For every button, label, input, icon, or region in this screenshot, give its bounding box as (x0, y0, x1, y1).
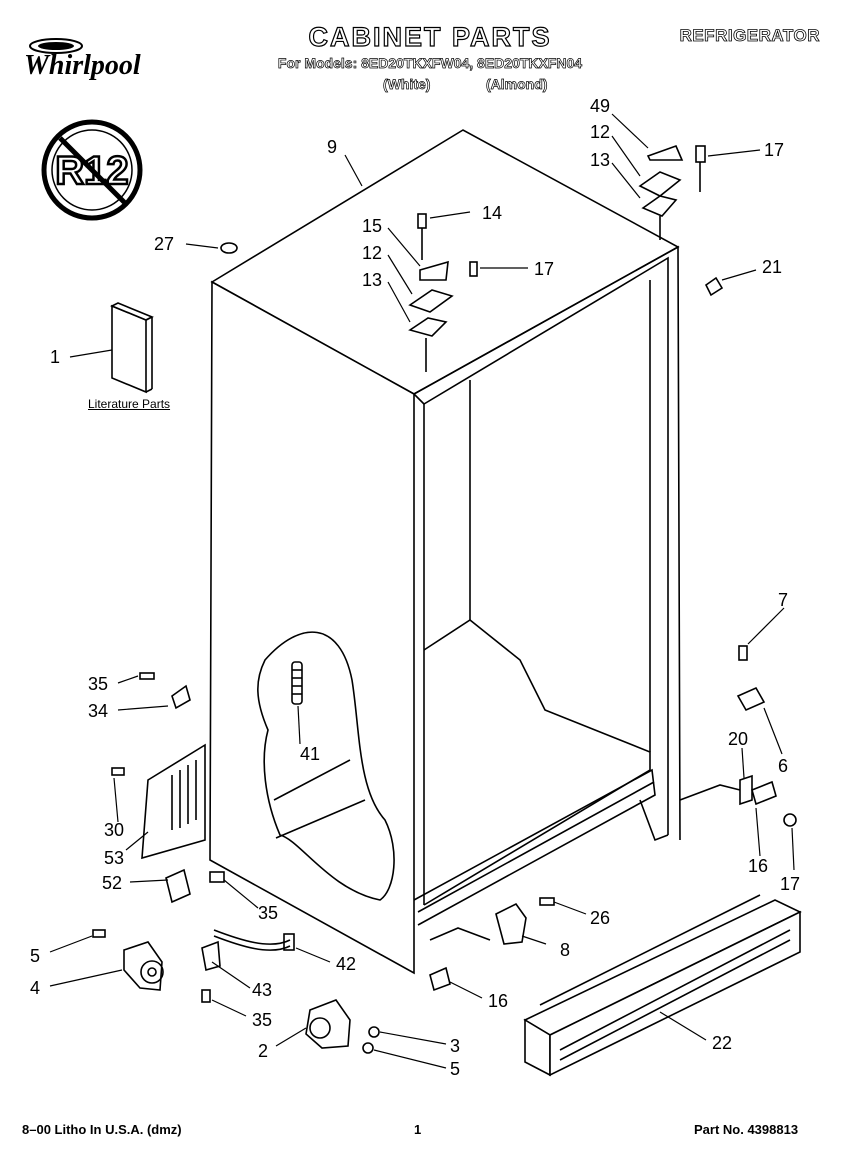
clip-21 (704, 276, 724, 297)
callout-12: 12 (362, 243, 382, 263)
callout-14: 14 (482, 203, 502, 223)
literature-parts-book (110, 302, 154, 394)
roller-4 (92, 929, 164, 991)
callout-16: 16 (748, 856, 768, 876)
top-hinge-center (408, 213, 478, 372)
callout-35: 35 (252, 1010, 272, 1030)
callout-4: 4 (30, 978, 40, 998)
prohibited-icon: R12 (41, 119, 143, 221)
product-category: REFRIGERATOR (679, 26, 820, 46)
callout-42: 42 (336, 954, 356, 974)
leader-lines (49, 113, 795, 1069)
callout-20: 20 (728, 729, 748, 749)
callout-12: 12 (590, 122, 610, 142)
callout-49: 49 (590, 96, 610, 116)
part-number: Part No. 4398813 (694, 1122, 799, 1137)
callout-7: 7 (778, 590, 788, 610)
callout-26: 26 (590, 908, 610, 928)
callout-labels: 49 12 13 17 9 14 15 12 17 13 27 21 1 7 3… (30, 96, 800, 1079)
callout-27: 27 (154, 234, 174, 254)
plug-27 (220, 242, 238, 254)
models-line: For Models: 8ED20TKXFW04, 8ED20TKXFN04 (277, 55, 583, 72)
variant-almond: (Almond) (486, 76, 548, 93)
callout-21: 21 (762, 257, 782, 277)
roller-2 (305, 999, 380, 1054)
variant-white: (White) (383, 76, 431, 93)
callout-53: 53 (104, 848, 124, 868)
bracket-8 (429, 897, 555, 992)
no-r12-badge: R12 (40, 118, 144, 222)
callout-17: 17 (764, 140, 784, 160)
compressor-cover-30 (111, 743, 206, 860)
cabinet-shell (209, 129, 681, 975)
callout-2: 2 (258, 1041, 268, 1061)
page-number: 1 (414, 1122, 422, 1137)
print-info: 8–00 Litho In U.S.A. (dmz) (22, 1122, 182, 1137)
callout-1: 1 (50, 347, 60, 367)
whirlpool-swirl-icon: Whirlpool (24, 38, 141, 81)
callout-8: 8 (560, 940, 570, 960)
callout-30: 30 (104, 820, 124, 840)
base-grille-22 (523, 894, 802, 1077)
callout-13: 13 (590, 150, 610, 170)
callout-3: 3 (450, 1036, 460, 1056)
callout-13: 13 (362, 270, 382, 290)
left-bracket-parts (139, 672, 225, 904)
callout-15: 15 (362, 216, 382, 236)
callout-35: 35 (88, 674, 108, 694)
callout-9: 9 (327, 137, 337, 157)
whirlpool-logo: Whirlpool (18, 34, 168, 82)
callout-17: 17 (780, 874, 800, 894)
literature-parts-label: Literature Parts (88, 397, 171, 411)
spring-41 (291, 661, 303, 705)
callout-41: 41 (300, 744, 320, 764)
svg-text:Whirlpool: Whirlpool (24, 50, 141, 81)
callout-35: 35 (258, 903, 278, 923)
callout-43: 43 (252, 980, 272, 1000)
drain-tube-42 (201, 929, 295, 1003)
callout-5: 5 (450, 1059, 460, 1079)
callout-17: 17 (534, 259, 554, 279)
lower-hinge-right (679, 645, 797, 827)
callout-16: 16 (488, 991, 508, 1011)
callout-6: 6 (778, 756, 788, 776)
callout-22: 22 (712, 1033, 732, 1053)
callout-52: 52 (102, 873, 122, 893)
callout-34: 34 (88, 701, 108, 721)
top-hinge-right (638, 144, 706, 240)
callout-5: 5 (30, 946, 40, 966)
page-title: CABINET PARTS (308, 21, 552, 52)
